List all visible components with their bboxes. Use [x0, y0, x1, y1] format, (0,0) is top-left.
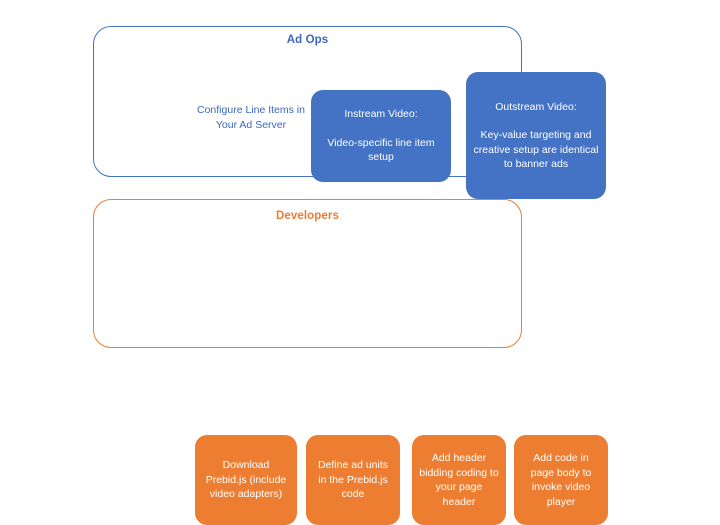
box-add-page-body-code[interactable]: Add code in page body to invoke video pl… [514, 435, 608, 525]
group-title-ad-ops: Ad Ops [286, 34, 329, 46]
box-download-prebid[interactable]: Download Prebid.js (include video adapte… [195, 435, 297, 525]
box-instream-video[interactable]: Instream Video: Video-specific line item… [311, 90, 451, 182]
box-outstream-video-content: Outstream Video: Key-value targeting and… [473, 100, 599, 172]
group-title-developers: Developers [275, 210, 339, 222]
box-define-ad-units-body: Define ad units in the Prebid.js code [317, 459, 389, 501]
box-add-header-bidding-body: Add header bidding coding to your page h… [419, 452, 499, 508]
group-developers: Developers Download Prebid.js (include v… [93, 199, 608, 525]
box-outstream-video-heading: Outstream Video: [495, 100, 577, 113]
box-outstream-video-body: Key-value targeting and creative setup a… [473, 129, 599, 170]
spacer [473, 114, 599, 128]
text-configure-line-items: Configure Line Items in Your Ad Server [197, 104, 305, 131]
spacer [318, 122, 444, 136]
box-instream-video-body: Video-specific line item setup [327, 136, 435, 164]
box-add-header-bidding[interactable]: Add header bidding coding to your page h… [412, 435, 506, 525]
group-ad-ops: Ad Ops Configure Line Items in Your Ad S… [93, 26, 606, 199]
diagram-canvas: Ad Ops Configure Line Items in Your Ad S… [93, 26, 608, 525]
box-outstream-video[interactable]: Outstream Video: Key-value targeting and… [466, 72, 606, 199]
box-add-page-body-code-body: Add code in page body to invoke video pl… [530, 452, 592, 508]
box-download-prebid-body: Download Prebid.js (include video adapte… [205, 459, 287, 501]
box-instream-video-content: Instream Video: Video-specific line item… [318, 107, 444, 165]
box-instream-video-heading: Instream Video: [344, 108, 418, 121]
box-define-ad-units[interactable]: Define ad units in the Prebid.js code [306, 435, 400, 525]
